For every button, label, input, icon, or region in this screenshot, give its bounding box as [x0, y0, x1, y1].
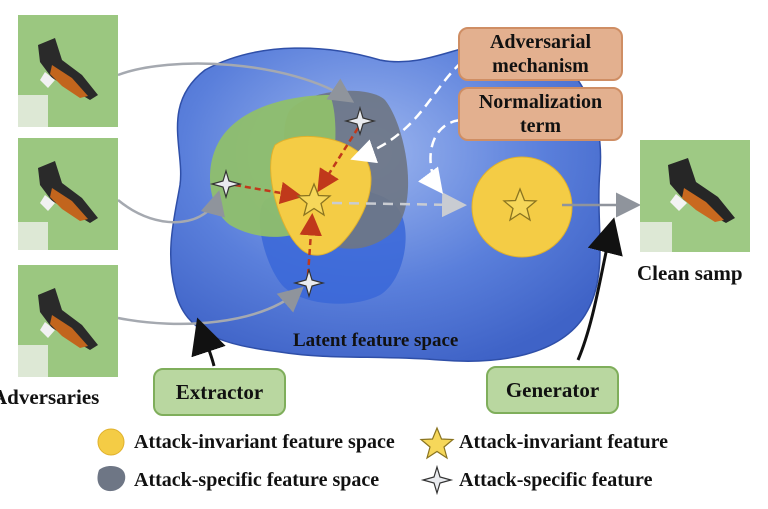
normalization-term-box: Normalization term	[458, 87, 623, 141]
yellow-circle-icon	[97, 428, 125, 456]
latent-feature-space-label: Latent feature space	[293, 330, 459, 351]
clean-sample-label: Clean samp	[637, 261, 743, 285]
red-arrow-from-top	[317, 127, 360, 193]
invariant-star-left	[296, 182, 332, 217]
dashed-arrow-center	[331, 192, 467, 218]
extractor-box: Extractor	[153, 368, 286, 416]
arrow-generator	[576, 217, 623, 361]
gray-blob-icon	[97, 466, 126, 492]
legend-specific-feature-label: Attack-specific feature	[459, 469, 653, 491]
invariant-star-right	[502, 187, 538, 222]
specific-star-top	[343, 105, 377, 137]
adversary-image-3	[18, 265, 118, 377]
red-arrow-from-left	[234, 181, 303, 205]
adversary-image-2	[18, 138, 118, 250]
legend-invariant-space-label: Attack-invariant feature space	[134, 431, 395, 453]
legend-specific-space-label: Attack-specific feature space	[134, 469, 380, 491]
legend-invariant-feature-label: Attack-invariant feature	[459, 431, 669, 453]
adversarial-mechanism-box: Adversarial mechanism	[458, 27, 623, 81]
clean-sample-image	[640, 140, 750, 252]
arrow-adversarial	[350, 61, 463, 164]
gray-sparkle-icon	[420, 464, 454, 496]
adversary-image-1	[18, 15, 118, 127]
arrow-extractor	[191, 317, 226, 367]
specific-star-bottom	[292, 267, 326, 299]
arrow-input-top	[117, 62, 355, 103]
yellow-star-icon	[419, 426, 455, 460]
generator-box: Generator	[486, 366, 619, 414]
arrow-input-middle	[117, 190, 225, 224]
specific-star-left	[209, 168, 243, 200]
adversaries-label: Adversaries	[0, 385, 100, 409]
